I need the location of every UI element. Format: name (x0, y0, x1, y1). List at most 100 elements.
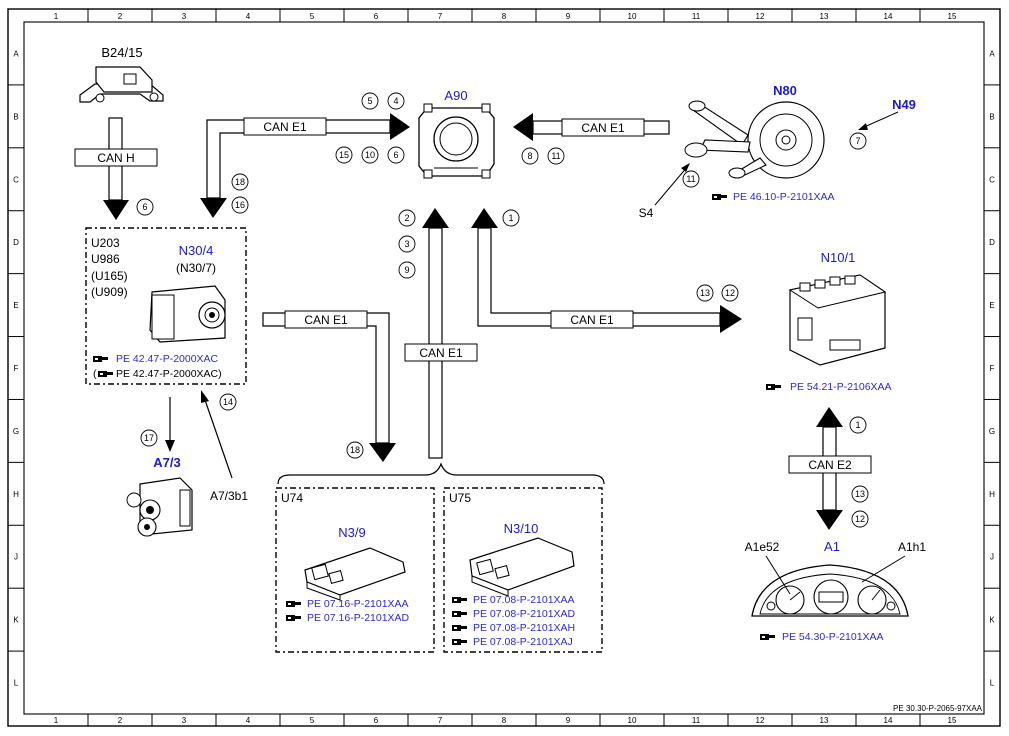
ref-n3-9-2[interactable]: PE 07.16-P-2101XAD (307, 612, 410, 624)
label-u75: U75 (449, 491, 471, 505)
bus-can-h: CAN H (97, 151, 134, 165)
ecu-bracket (277, 462, 605, 485)
svg-text:14: 14 (223, 397, 233, 407)
label-a90: A90 (444, 88, 467, 103)
marker: 15 (335, 146, 353, 164)
svg-text:(: ( (93, 368, 97, 380)
ref-n30-1[interactable]: PE 42.47-P-2000XAC (116, 353, 219, 365)
marker: 8 (521, 147, 539, 165)
u74-boundary (275, 487, 435, 653)
svg-text:1: 1 (508, 213, 513, 223)
bus-can-e2: CAN E2 (808, 458, 852, 472)
ruler-column-label: 9 (566, 12, 571, 21)
ruler-row-label: B (989, 112, 994, 121)
label-n3-10: N3/10 (504, 521, 539, 536)
svg-text:16: 16 (235, 200, 245, 210)
svg-text:12: 12 (855, 514, 865, 524)
ruler-column-label: 10 (628, 12, 637, 21)
svg-text:11: 11 (551, 151, 560, 161)
ruler-row-label: E (989, 301, 994, 310)
svg-text:11: 11 (686, 174, 695, 184)
label-s4: S4 (639, 206, 654, 220)
marker: 7 (849, 132, 867, 150)
marker: 10 (361, 146, 379, 164)
bus-can-e1-n10: CAN E1 (570, 313, 614, 327)
ruler-row-label: G (13, 427, 19, 436)
marker: 3 (398, 235, 416, 253)
ruler-column-label: 15 (948, 12, 957, 21)
ref-n3-10-3[interactable]: PE 07.08-P-2101XAH (473, 622, 575, 634)
ruler-column-label: 3 (182, 716, 187, 725)
n10-1-module: N10/1 PE 54.21-P-2106XAA (766, 250, 892, 393)
marker-circles: 5 4 15 10 6 8 11 7 11 6 18 16 2 3 9 1 13… (136, 92, 869, 528)
ruler-column-label: 1 (54, 716, 59, 725)
n80-module: N80 N49 S4 PE 46.10-P-2101XAA (639, 83, 916, 220)
svg-text:8: 8 (527, 151, 532, 161)
ruler-column-label: 11 (692, 12, 701, 21)
ref-n3-9-1[interactable]: PE 07.16-P-2101XAA (307, 598, 409, 610)
ruler-row-label: H (989, 490, 995, 499)
ref-n80[interactable]: PE 46.10-P-2101XAA (733, 191, 835, 203)
marker: 17 (140, 429, 158, 447)
label-u203: U203 (91, 236, 120, 250)
n30-4-group: U203 U986 (U165) (U909) N30/4 (N30/7) PE… (85, 227, 247, 385)
svg-text:9: 9 (404, 265, 409, 275)
ref-n10-1[interactable]: PE 54.21-P-2106XAA (790, 381, 892, 393)
marker: 11 (682, 170, 700, 188)
label-n80: N80 (773, 83, 797, 98)
ruler-column-label: 12 (756, 716, 765, 725)
label-n30-4: N30/4 (179, 243, 214, 258)
ruler-column-label: 5 (310, 716, 315, 725)
svg-text:6: 6 (142, 202, 147, 212)
ruler-column-label: 12 (756, 12, 765, 21)
label-n30-7: (N30/7) (176, 261, 216, 275)
label-n3-9: N3/9 (338, 525, 365, 540)
label-a1e52: A1e52 (745, 540, 780, 554)
ref-n3-10-4[interactable]: PE 07.08-P-2101XAJ (473, 636, 573, 648)
ref-n3-10-2[interactable]: PE 07.08-P-2101XAD (473, 608, 576, 620)
ruler-row-label: B (13, 112, 18, 121)
bus-can-e1-top: CAN E1 (263, 120, 307, 134)
label-u74: U74 (281, 491, 303, 505)
ref-n30-2[interactable]: PE 42.47-P-2000XAC) (116, 368, 222, 380)
ruler-row-label: D (989, 238, 995, 247)
marker: 14 (219, 393, 237, 411)
marker: 2 (398, 209, 416, 227)
svg-text:17: 17 (144, 433, 154, 443)
u75-boundary (443, 487, 603, 653)
marker: 13 (851, 485, 869, 503)
ruler-row-label: A (989, 49, 995, 58)
n3-9-group: U74 N3/9 PE 07.16-P-2101XAA PE 07.16-P-2… (275, 487, 435, 653)
svg-text:5: 5 (367, 96, 372, 106)
svg-text:1: 1 (855, 420, 860, 430)
label-a1: A1 (824, 539, 840, 554)
marker: 5 (361, 92, 379, 110)
can-e1-top-arrow: CAN E1 (200, 113, 410, 218)
svg-text:10: 10 (365, 150, 375, 160)
ref-n3-10-1[interactable]: PE 07.08-P-2101XAA (473, 594, 575, 606)
ruler-row-label: C (989, 175, 995, 184)
marker: 9 (398, 261, 416, 279)
label-u909: (U909) (91, 285, 128, 299)
marker: 18 (346, 441, 364, 459)
can-e1-vertical-arrow: CAN E1 (404, 208, 478, 459)
label-u986: U986 (91, 252, 120, 266)
marker: 18 (231, 173, 249, 191)
svg-text:18: 18 (235, 177, 245, 187)
marker: 4 (387, 92, 405, 110)
ruler-column-label: 10 (628, 716, 637, 725)
ruler-row-label: H (13, 490, 19, 499)
svg-text:18: 18 (350, 445, 360, 455)
ruler-column-label: 11 (692, 716, 701, 725)
a7-3-unit: A7/3 A7/3b1 (126, 455, 248, 537)
a7-3-arrows (165, 390, 233, 479)
marker: 1 (502, 209, 520, 227)
ref-a1[interactable]: PE 54.30-P-2101XAA (782, 631, 884, 643)
ruler-row-label: K (989, 616, 995, 625)
ruler-row-label: C (13, 175, 19, 184)
svg-text:4: 4 (393, 96, 398, 106)
label-n49: N49 (892, 97, 916, 112)
inner-frame (23, 21, 985, 715)
ruler-row-label: D (13, 238, 19, 247)
svg-text:12: 12 (725, 288, 735, 298)
